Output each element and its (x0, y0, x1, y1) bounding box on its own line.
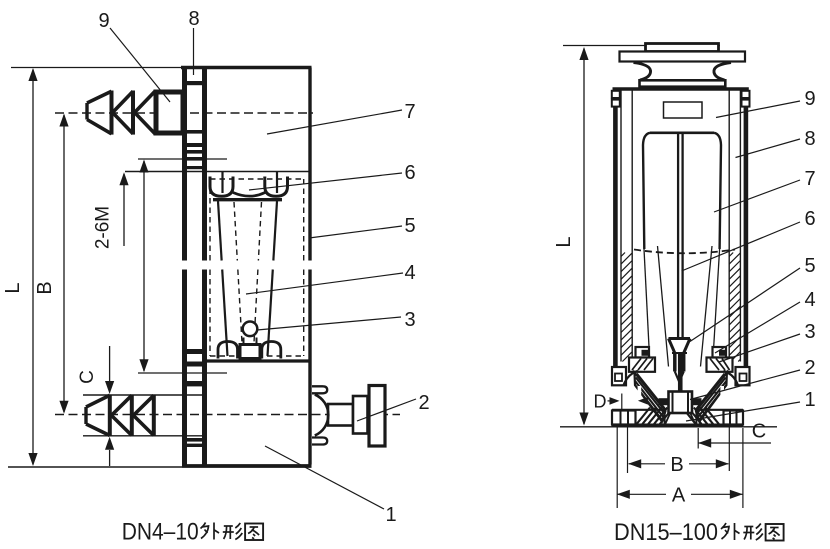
svg-text:7: 7 (404, 101, 415, 123)
svg-text:B: B (34, 281, 56, 294)
svg-text:B: B (670, 454, 683, 476)
svg-text:6: 6 (404, 162, 415, 184)
svg-text:C: C (77, 370, 98, 384)
svg-text:L: L (2, 282, 24, 293)
svg-text:D: D (594, 392, 607, 412)
svg-text:8: 8 (188, 8, 199, 30)
svg-text:A: A (672, 485, 686, 507)
svg-text:L: L (553, 236, 575, 247)
svg-text:2: 2 (418, 392, 429, 414)
svg-text:2: 2 (804, 357, 815, 379)
svg-text:9: 9 (98, 10, 109, 32)
svg-text:DN4–10: DN4–10 (122, 519, 199, 546)
svg-text:C: C (752, 421, 766, 443)
svg-text:6: 6 (804, 208, 815, 230)
svg-text:9: 9 (804, 88, 815, 110)
svg-text:2-6M: 2-6M (93, 206, 114, 249)
svg-text:5: 5 (404, 215, 415, 237)
svg-text:1: 1 (385, 504, 396, 526)
svg-text:5: 5 (804, 255, 815, 277)
svg-text:3: 3 (404, 309, 415, 331)
svg-text:4: 4 (804, 289, 815, 311)
svg-text:1: 1 (804, 389, 815, 411)
svg-text:7: 7 (804, 168, 815, 190)
svg-text:4: 4 (404, 262, 415, 284)
svg-text:3: 3 (804, 321, 815, 343)
svg-text:8: 8 (804, 128, 815, 150)
svg-text:DN15–100: DN15–100 (614, 519, 718, 546)
